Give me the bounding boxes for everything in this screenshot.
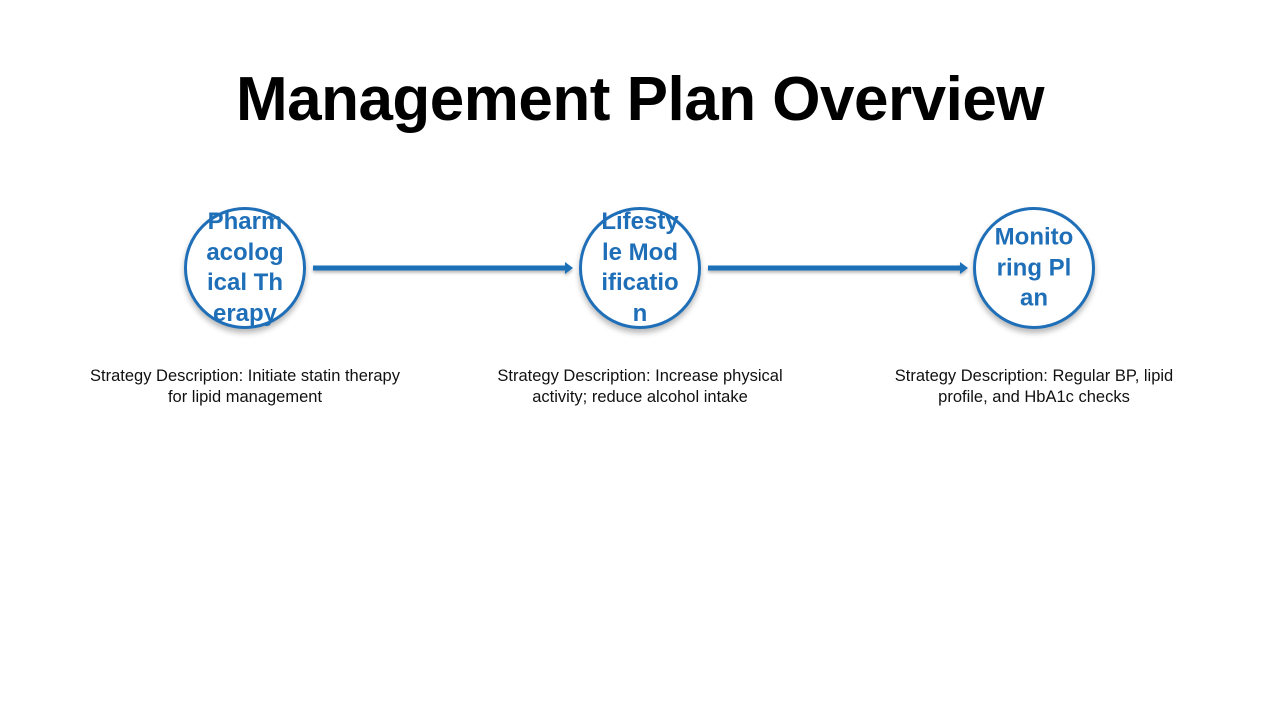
node-description-pharmacological-therapy: Strategy Description: Initiate statin th… <box>90 367 400 406</box>
node-monitoring-plan: Monitoring Plan <box>973 207 1095 329</box>
slide-title: Management Plan Overview <box>235 65 1045 134</box>
node-label-lifestyle-modification: Lifestyle Modification <box>601 208 679 327</box>
arrow-lifestyle-to-monitoring <box>708 262 968 274</box>
node-description-monitoring-plan: Strategy Description: Regular BP, lipid … <box>894 367 1174 406</box>
node-pharmacological-therapy: Pharmacological Therapy <box>184 207 306 329</box>
node-lifestyle-modification: Lifestyle Modification <box>579 207 701 329</box>
node-description-lifestyle-modification: Strategy Description: Increase physical … <box>497 367 783 406</box>
node-label-pharmacological-therapy: Pharmacological Therapy <box>206 208 284 327</box>
arrow-pharmacological-to-lifestyle <box>313 262 573 274</box>
node-label-monitoring-plan: Monitoring Plan <box>994 223 1074 312</box>
